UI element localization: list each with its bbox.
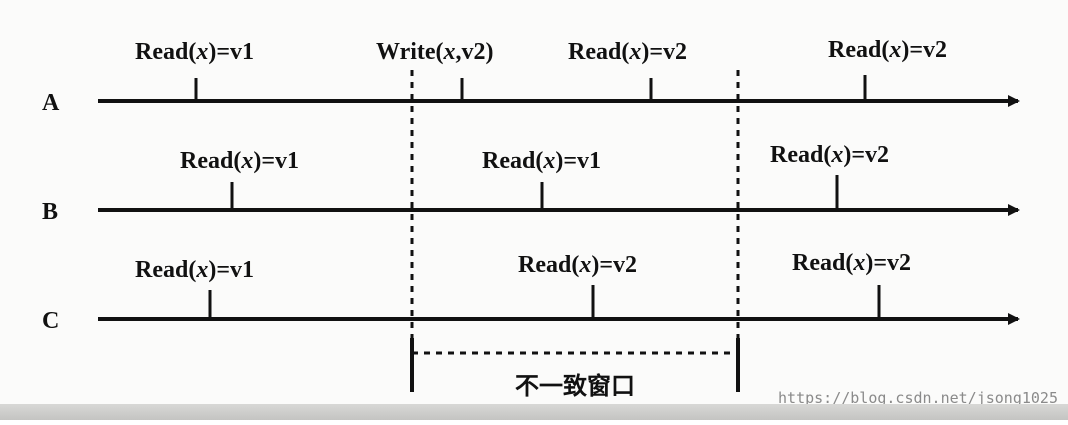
window-label: 不一致窗口: [515, 372, 635, 400]
event-label: Read(x)=v2: [828, 37, 947, 63]
timeline-a: A Read(x)=v1 Write(x,v2) Read(x)=v2 Read…: [42, 37, 1020, 116]
event-label: Read(x)=v1: [482, 148, 601, 174]
event-label: Read(x)=v1: [180, 148, 299, 174]
process-label-a: A: [42, 90, 60, 116]
event-label: Read(x)=v1: [135, 39, 254, 65]
process-label-b: B: [42, 199, 58, 225]
process-label-c: C: [42, 308, 59, 334]
event-label: Write(x,v2): [376, 39, 494, 65]
event-label: Read(x)=v2: [518, 252, 637, 278]
inconsistency-window: 不一致窗口: [410, 70, 740, 400]
event-label: Read(x)=v2: [792, 250, 911, 276]
event-label: Read(x)=v2: [568, 39, 687, 65]
scan-edge: [0, 404, 1068, 420]
event-label: Read(x)=v2: [770, 142, 889, 168]
timeline-c: C Read(x)=v1 Read(x)=v2 Read(x)=v2: [42, 250, 1020, 334]
watermark: https://blog.csdn.net/jsong1025: [778, 389, 1058, 407]
event-label: Read(x)=v1: [135, 257, 254, 283]
timeline-b: B Read(x)=v1 Read(x)=v1 Read(x)=v2: [42, 142, 1020, 225]
